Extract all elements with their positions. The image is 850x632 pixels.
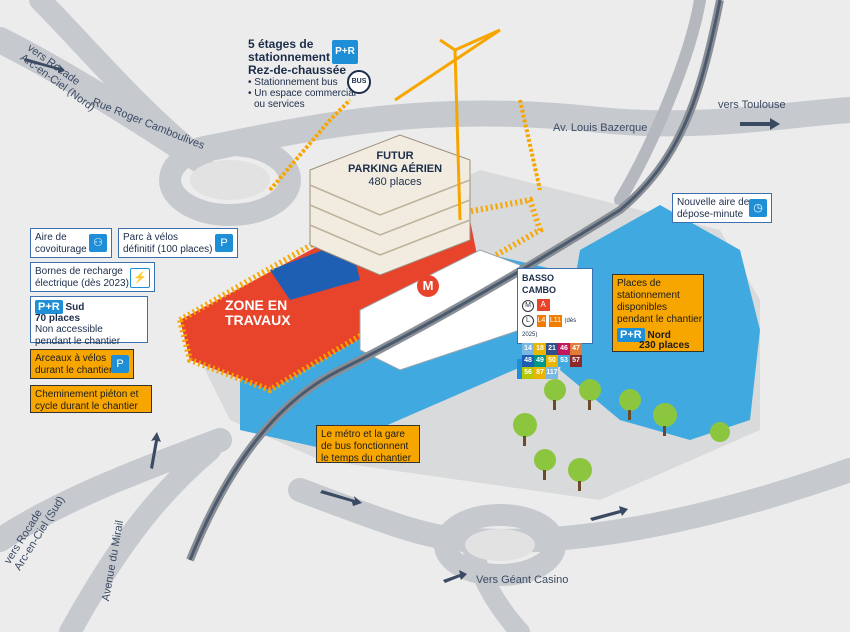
metro-track bbox=[188, 0, 722, 561]
covoiturage-label: Aire de covoiturage bbox=[35, 232, 87, 255]
tower-title-2: stationnement bbox=[248, 50, 331, 64]
sud-title: Sud bbox=[65, 302, 85, 313]
sud-note-1: Non accessible bbox=[35, 324, 103, 335]
recharge-box: Bornes de recharge électrique (dès 2023)… bbox=[30, 262, 155, 292]
lineo-icon: L bbox=[522, 315, 534, 327]
arceaux-box: Arceaux à vélos durant le chantier P bbox=[30, 349, 134, 379]
nord-pr-icon: P+R bbox=[617, 328, 645, 342]
l4-badge: L4 bbox=[536, 315, 547, 327]
roundabout-south bbox=[434, 504, 566, 586]
bus-lines-table: 14 18 21 46 47 48 49 50 53 57 56 87 117 bbox=[522, 343, 582, 379]
sud-note-2: pendant le chantier bbox=[35, 336, 121, 347]
futur-line-3: 480 places bbox=[368, 176, 422, 188]
recharge-label: Bornes de recharge électrique (dès 2023) bbox=[35, 266, 129, 289]
tower-bullet-3: ou services bbox=[254, 99, 305, 110]
station-name: BASSO CAMBO bbox=[522, 273, 556, 295]
metro-station-icon: M bbox=[417, 275, 439, 297]
tower-bullet-1: • Stationnement bus bbox=[248, 77, 338, 88]
tower-pr-icon: P+R bbox=[332, 40, 358, 64]
bus-line: 56 bbox=[522, 367, 534, 379]
parking-tower-callout: 5 étages de stationnement Rez-de-chaussé… bbox=[248, 37, 372, 111]
parc-velos-box: Parc à vélos définitif (100 places) P bbox=[118, 228, 238, 258]
futur-parking-label: FUTUR PARKING AÉRIEN 480 places bbox=[340, 150, 450, 189]
covoiturage-box: Aire de covoiturage ⚇ bbox=[30, 228, 112, 258]
bus-line: 87 bbox=[534, 367, 546, 379]
parking-nord-box: Places de stationnement disponibles pend… bbox=[612, 274, 704, 352]
roundabout-north bbox=[159, 134, 301, 226]
nord-text: Places de stationnement disponibles pend… bbox=[617, 278, 703, 325]
bike-rack-icon: P bbox=[111, 355, 129, 373]
sud-places: 70 places bbox=[35, 313, 81, 324]
tower-title-3: Rez-de-chaussée bbox=[248, 63, 347, 77]
nord-title: Nord bbox=[647, 330, 671, 341]
arceaux-label: Arceaux à vélos durant le chantier bbox=[35, 353, 113, 376]
tower-title-1: 5 étages de bbox=[248, 37, 314, 51]
sud-pr-icon: P+R bbox=[35, 300, 63, 314]
bus-line: 117 bbox=[546, 367, 558, 379]
bus-line: 46 bbox=[558, 343, 570, 355]
covoiturage-icon: ⚇ bbox=[89, 234, 107, 252]
bus-line: 57 bbox=[570, 355, 582, 367]
line-a-badge: A bbox=[536, 299, 550, 311]
l11-badge: L11 bbox=[548, 315, 562, 327]
tower-bullet-2: • Un espace commercial bbox=[248, 88, 356, 99]
zone-line-2: TRAVAUX bbox=[225, 312, 291, 328]
parc-velos-icon: P bbox=[215, 234, 233, 252]
crane bbox=[394, 28, 501, 221]
bus-line: 47 bbox=[570, 343, 582, 355]
futur-line-2: PARKING AÉRIEN bbox=[347, 163, 443, 175]
tower-bus-icon: BUS bbox=[347, 70, 371, 94]
bus-line: 53 bbox=[558, 355, 570, 367]
zone-travaux-label: ZONE EN TRAVAUX bbox=[225, 298, 291, 328]
futur-parking-building bbox=[309, 134, 471, 276]
futur-line-1: FUTUR bbox=[376, 150, 414, 162]
bus-line: 50 bbox=[546, 355, 558, 367]
bus-line: 48 bbox=[522, 355, 534, 367]
zone-line-1: ZONE EN bbox=[225, 297, 288, 313]
bus-line: 49 bbox=[534, 355, 546, 367]
bus-line: 21 bbox=[546, 343, 558, 355]
metro-operating-label: Le métro et la gare de bus fonctionnent … bbox=[321, 429, 412, 464]
parking-sud-box: P+R Sud 70 places Non accessible pendant… bbox=[30, 296, 148, 347]
metro-operating-box: Le métro et la gare de bus fonctionnent … bbox=[316, 425, 420, 464]
station-info-box: BASSO CAMBO M A L L4 L11 (dès 2025) 14 1… bbox=[517, 268, 593, 379]
depose-label: Nouvelle aire de dépose-minute bbox=[677, 197, 750, 220]
cheminement-label: Cheminement piéton et cycle durant le ch… bbox=[35, 389, 139, 412]
bus-line: 14 bbox=[522, 343, 534, 355]
direction-arrows bbox=[24, 58, 780, 583]
charging-icon: ⚡ bbox=[130, 268, 150, 288]
metro-line-icon: M bbox=[522, 300, 534, 312]
trees bbox=[513, 379, 730, 482]
road-label-geant: Vers Géant Casino bbox=[476, 574, 569, 586]
l-note: (dès 2025) bbox=[522, 318, 577, 338]
cheminement-box: Cheminement piéton et cycle durant le ch… bbox=[30, 385, 152, 413]
depose-minute-box: Nouvelle aire de dépose-minute ◷ bbox=[672, 193, 772, 223]
bus-line: 18 bbox=[534, 343, 546, 355]
nord-places: 230 places bbox=[639, 340, 690, 351]
clock-icon: ◷ bbox=[749, 199, 767, 217]
parc-velos-label: Parc à vélos définitif (100 places) bbox=[123, 232, 213, 255]
road-label-toulouse: vers Toulouse bbox=[718, 99, 786, 111]
road-label-bazerque: Av. Louis Bazerque bbox=[553, 122, 648, 134]
